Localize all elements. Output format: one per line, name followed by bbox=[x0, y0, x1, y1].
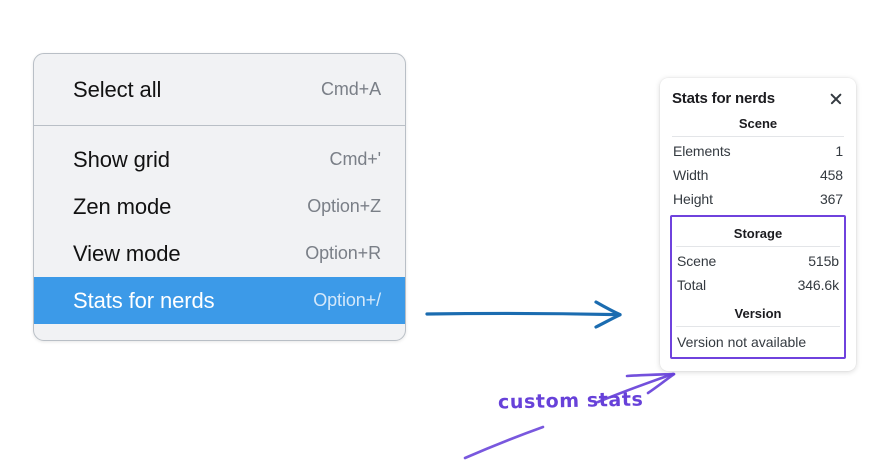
menu-item-label: Stats for nerds bbox=[73, 287, 215, 313]
version-value: Version not available bbox=[677, 334, 807, 350]
stat-row: Total 346.6k bbox=[674, 273, 842, 297]
menu-bottom-padding bbox=[34, 324, 405, 340]
close-icon[interactable] bbox=[828, 91, 844, 107]
scene-section-heading: Scene bbox=[738, 116, 778, 131]
stat-key: Elements bbox=[673, 143, 731, 159]
stat-row: Width 458 bbox=[670, 163, 846, 187]
stats-panel-header: Stats for nerds bbox=[670, 88, 846, 107]
stat-key: Total bbox=[677, 277, 707, 293]
context-menu[interactable]: Select all Cmd+A Show grid Cmd+' Zen mod… bbox=[33, 53, 406, 341]
custom-stats-highlight-box: Storage Scene 515b Total 346.6k Version … bbox=[670, 215, 846, 359]
stat-row: Elements 1 bbox=[670, 139, 846, 163]
divider bbox=[672, 136, 844, 137]
version-section-heading: Version bbox=[734, 306, 782, 321]
menu-item-shortcut: Option+Z bbox=[307, 196, 381, 216]
menu-top-padding bbox=[34, 54, 405, 66]
stat-key: Width bbox=[673, 167, 709, 183]
stat-key: Height bbox=[673, 191, 713, 207]
menu-item-shortcut: Option+R bbox=[305, 243, 381, 263]
stat-value: 1 bbox=[835, 143, 843, 159]
stat-key: Scene bbox=[677, 253, 717, 269]
menu-item-label: Select all bbox=[73, 76, 162, 102]
stats-panel-title: Stats for nerds bbox=[672, 90, 775, 107]
stat-row: Scene 515b bbox=[674, 249, 842, 273]
stat-row: Height 367 bbox=[670, 187, 846, 211]
divider bbox=[676, 326, 840, 327]
divider bbox=[676, 246, 840, 247]
menu-group-1: Select all Cmd+A bbox=[34, 66, 405, 113]
menu-item-shortcut: Option+/ bbox=[313, 290, 381, 310]
menu-item-show-grid[interactable]: Show grid Cmd+' bbox=[34, 136, 405, 183]
stat-value: 346.6k bbox=[797, 277, 840, 293]
menu-group-gap bbox=[34, 113, 405, 125]
menu-item-view-mode[interactable]: View mode Option+R bbox=[34, 230, 405, 277]
storage-section-heading: Storage bbox=[733, 226, 783, 241]
menu-item-label: Show grid bbox=[73, 146, 170, 172]
menu-item-zen-mode[interactable]: Zen mode Option+Z bbox=[34, 183, 405, 230]
menu-item-stats-for-nerds[interactable]: Stats for nerds Option+/ bbox=[34, 277, 405, 324]
menu-item-label: Zen mode bbox=[73, 193, 172, 219]
stat-value: 458 bbox=[819, 167, 843, 183]
arrow-menu-to-panel-icon bbox=[425, 300, 622, 329]
stats-panel[interactable]: Stats for nerds Scene Elements 1 Width 4… bbox=[660, 78, 856, 371]
menu-item-shortcut: Cmd+' bbox=[329, 149, 382, 169]
menu-item-shortcut: Cmd+A bbox=[320, 79, 381, 99]
handwritten-annotation-label: custom stats bbox=[497, 388, 644, 414]
menu-separator bbox=[34, 125, 405, 126]
menu-group-2: Show grid Cmd+' Zen mode Option+Z View m… bbox=[34, 136, 405, 324]
stat-value: 515b bbox=[808, 253, 839, 269]
stat-value: 367 bbox=[819, 191, 843, 207]
underline-stroke-icon bbox=[463, 425, 545, 460]
menu-item-select-all[interactable]: Select all Cmd+A bbox=[34, 66, 405, 113]
menu-item-label: View mode bbox=[73, 240, 181, 266]
